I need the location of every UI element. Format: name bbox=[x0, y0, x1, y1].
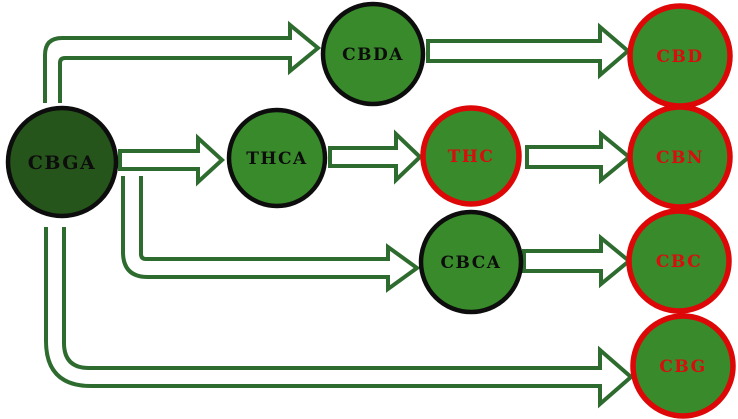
node-cbc-label: CBC bbox=[656, 252, 702, 272]
node-cbca-label: CBCA bbox=[441, 253, 502, 273]
node-cbg-circle bbox=[630, 313, 736, 419]
node-cbn: CBN bbox=[627, 104, 733, 210]
node-cbda-label: CBDA bbox=[342, 45, 404, 65]
node-cbga-label: CBGA bbox=[28, 152, 97, 174]
node-cbga: CBGA bbox=[5, 105, 119, 219]
node-cbga-circle bbox=[5, 105, 119, 219]
node-cbca: CBCA bbox=[418, 209, 524, 315]
node-thca: THCA bbox=[226, 107, 328, 209]
node-cbd: CBD bbox=[627, 3, 733, 109]
node-cbca-circle bbox=[418, 209, 524, 315]
node-cbda-circle bbox=[320, 1, 426, 107]
node-cbc-circle bbox=[626, 208, 732, 314]
node-cbn-label: CBN bbox=[656, 148, 704, 168]
node-thca-label: THCA bbox=[246, 149, 307, 169]
arrow-cbda-to-cbd bbox=[426, 22, 632, 80]
arrow-cbca-to-cbc bbox=[522, 233, 633, 289]
node-thc-circle bbox=[420, 105, 522, 207]
node-cbg-label: CBG bbox=[659, 357, 706, 377]
node-cbg: CBG bbox=[630, 313, 736, 419]
arrow-cbga-to-thca bbox=[118, 133, 225, 187]
node-cbda: CBDA bbox=[320, 1, 426, 107]
arrow-thca-to-thc bbox=[328, 129, 423, 185]
node-cbc: CBC bbox=[626, 208, 732, 314]
node-cbd-label: CBD bbox=[656, 47, 703, 67]
node-thc: THC bbox=[420, 105, 522, 207]
arrow-cbga-to-cbda bbox=[43, 20, 322, 103]
node-thca-circle bbox=[226, 107, 328, 209]
node-thc-label: THC bbox=[448, 147, 495, 167]
node-cbn-circle bbox=[627, 104, 733, 210]
arrow-cbga-to-cbca bbox=[121, 176, 421, 293]
arrow-cbga-to-cbg bbox=[44, 227, 635, 409]
arrow-thc-to-cbn bbox=[525, 129, 633, 185]
